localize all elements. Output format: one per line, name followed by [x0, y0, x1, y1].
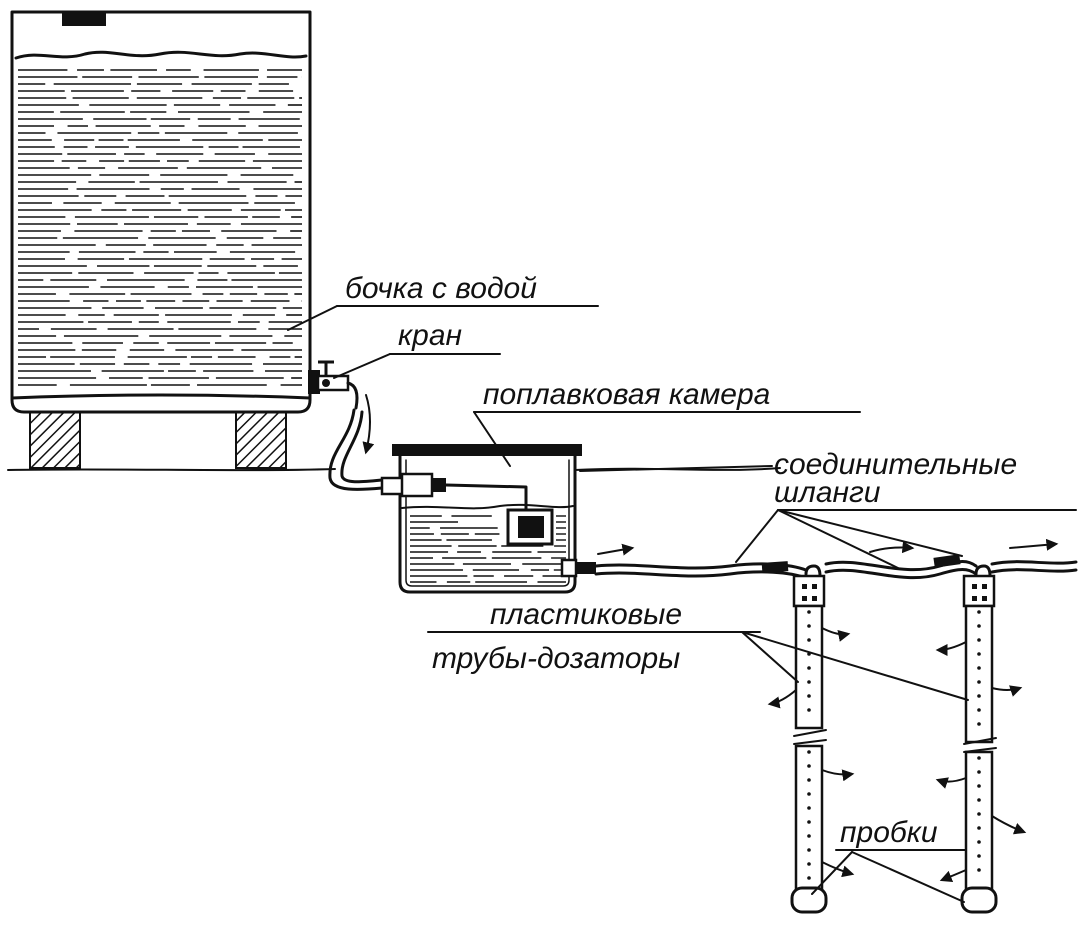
- label-float-chamber: поплавковая камера: [483, 378, 770, 411]
- label-tap: кран: [398, 319, 462, 352]
- label-tubes-line1: пластиковые: [490, 598, 682, 631]
- ground-line: [7, 467, 781, 472]
- inlet-hose: [328, 408, 384, 491]
- label-hoses-line2: шланги: [774, 476, 881, 509]
- label-float-chamber-group: поплавковая камера: [473, 378, 861, 467]
- water-barrel: [10, 10, 312, 469]
- label-plugs: пробки: [840, 816, 938, 849]
- dosing-tube-1: [790, 564, 828, 914]
- label-tubes-line2: трубы-дозаторы: [432, 642, 680, 675]
- label-barrel-group: бочка с водой: [287, 272, 599, 331]
- barrel-stand-left: [29, 411, 81, 469]
- float-chamber: [380, 444, 596, 594]
- label-plugs-group: пробки: [811, 816, 967, 903]
- label-tap-group: кран: [333, 319, 501, 379]
- dosing-tube-2: [960, 564, 998, 914]
- label-hoses-line1: соединительные: [774, 448, 1017, 481]
- label-hoses-group: соединительные шланги: [579, 448, 1077, 569]
- label-barrel: бочка с водой: [345, 272, 537, 305]
- connecting-hoses: [594, 538, 1078, 580]
- label-tubes-group: пластиковые трубы-дозаторы: [427, 598, 969, 701]
- tap-flow-arrow: [362, 394, 375, 455]
- drip-arrows: [767, 627, 1027, 883]
- barrel-stand-right: [235, 411, 287, 469]
- tap-valve: [308, 360, 359, 410]
